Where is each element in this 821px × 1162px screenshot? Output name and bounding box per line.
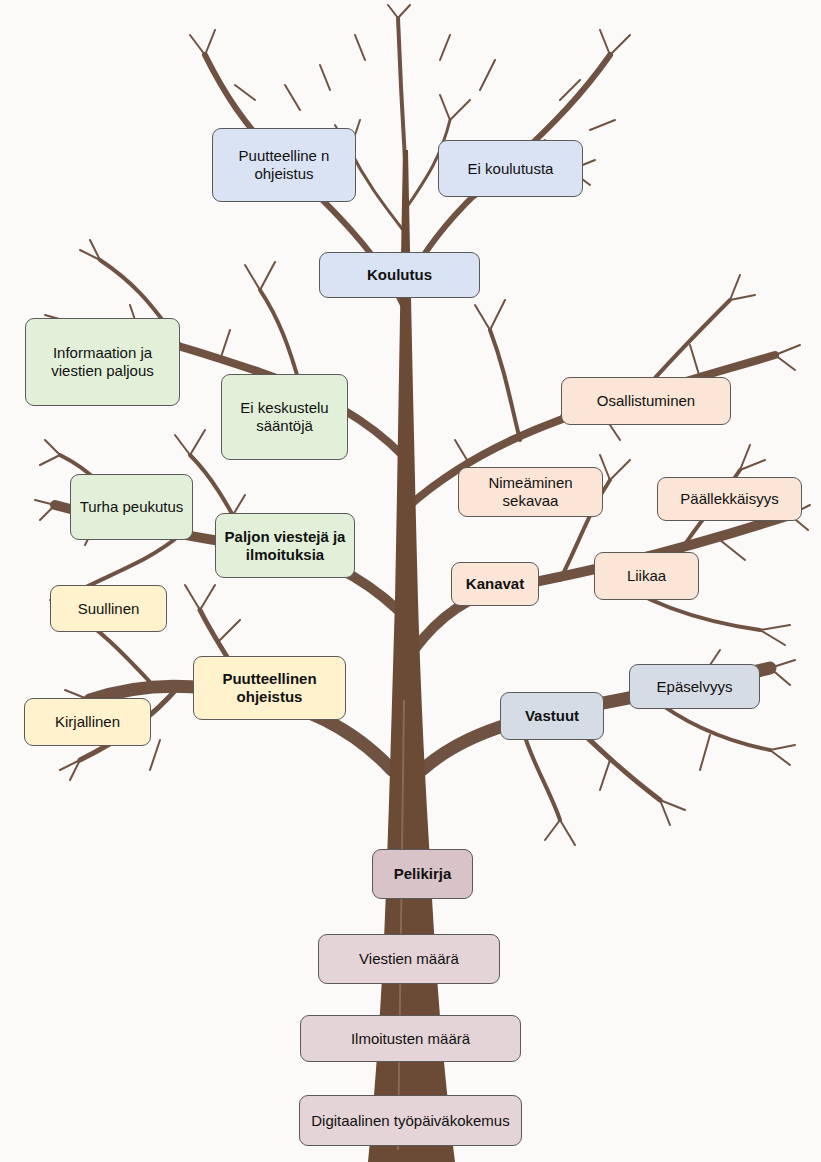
box-label: Nimeäminen sekavaa (466, 474, 595, 510)
box-label: Digitaalinen työpäiväkokemus (311, 1112, 509, 1130)
cause-box: Viestien määrä (318, 934, 500, 984)
category-box: Kanavat (451, 562, 539, 606)
cause-box: Päällekkäisyys (657, 477, 802, 521)
cause-box: Nimeäminen sekavaa (458, 467, 603, 517)
box-label: Suullinen (78, 600, 140, 618)
cause-box: Epäselvyys (629, 664, 760, 709)
cause-box: Osallistuminen (561, 377, 731, 425)
box-label: Vastuut (525, 707, 579, 725)
box-label: Paljon viestejä ja ilmoituksia (223, 528, 347, 564)
cause-box: Puutteelline n ohjeistus (212, 128, 356, 202)
cause-box: Kirjallinen (24, 698, 151, 746)
box-label: Turha peukutus (80, 498, 184, 516)
cause-box: Ei keskustelu sääntöjä (221, 374, 348, 460)
box-label: Ilmoitusten määrä (351, 1030, 470, 1048)
box-label: Liikaa (627, 567, 666, 585)
category-box: Vastuut (500, 692, 604, 740)
box-label: Viestien määrä (359, 950, 459, 968)
box-label: Puutteelline n ohjeistus (220, 147, 348, 183)
category-box: Paljon viestejä ja ilmoituksia (215, 513, 355, 578)
category-box: Pelikirja (372, 849, 473, 899)
box-label: Ei keskustelu sääntöjä (229, 399, 340, 435)
box-label: Puutteellinen ohjeistus (201, 670, 338, 706)
cause-box: Liikaa (594, 552, 699, 600)
box-label: Informaation ja viestien paljous (33, 344, 172, 380)
category-box: Koulutus (319, 252, 480, 298)
box-label: Koulutus (367, 266, 432, 284)
box-label: Pelikirja (394, 865, 452, 883)
cause-box: Ei koulutusta (438, 140, 583, 197)
cause-box: Suullinen (50, 585, 167, 632)
cause-box: Ilmoitusten määrä (300, 1015, 521, 1062)
box-label: Kirjallinen (55, 713, 120, 731)
box-label: Kanavat (466, 575, 524, 593)
cause-box: Turha peukutus (70, 474, 193, 540)
box-label: Osallistuminen (597, 392, 695, 410)
category-box: Puutteellinen ohjeistus (193, 656, 346, 720)
box-label: Päällekkäisyys (680, 490, 778, 508)
box-label: Ei koulutusta (468, 160, 554, 178)
cause-box: Digitaalinen työpäiväkokemus (299, 1095, 522, 1146)
box-label: Epäselvyys (657, 678, 733, 696)
cause-box: Informaation ja viestien paljous (25, 318, 180, 406)
